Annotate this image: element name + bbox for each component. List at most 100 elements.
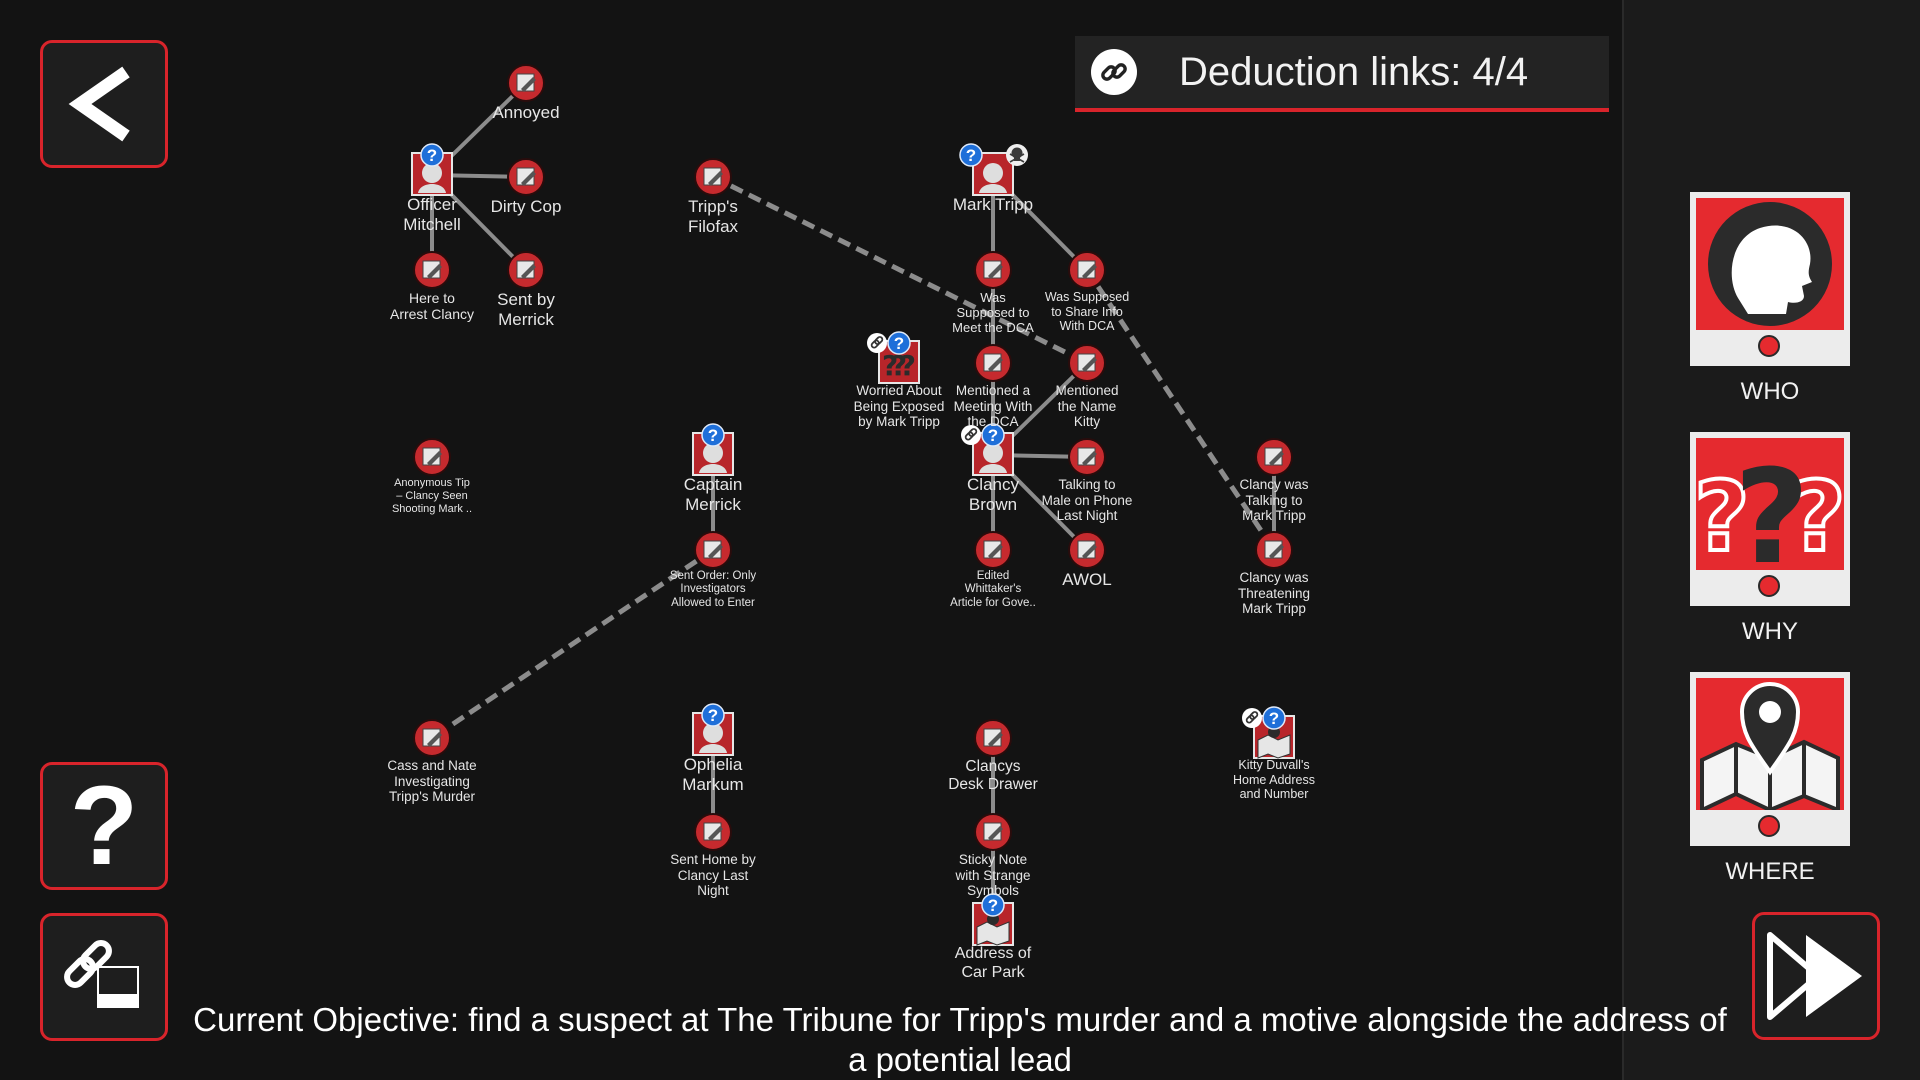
who-card (1690, 192, 1850, 366)
person-portrait-icon (418, 163, 446, 193)
deduction-links-counter: Deduction links: 4/4 (1075, 36, 1609, 112)
svg-text:?: ? (708, 706, 718, 725)
node-label-dirty-cop: Dirty Cop (490, 197, 562, 216)
svg-text:?: ? (427, 146, 437, 165)
node-officer-mitchell[interactable]: ? (411, 143, 453, 196)
person-portrait-icon (979, 443, 1007, 473)
note-icon (1077, 540, 1097, 559)
note-icon (983, 822, 1003, 841)
note-icon (516, 73, 536, 92)
map-pin-icon (1700, 682, 1840, 810)
node-address-car-park[interactable]: ? (972, 893, 1014, 946)
svg-text:?: ? (988, 426, 998, 445)
category-who[interactable]: WHO (1690, 192, 1850, 406)
category-why[interactable]: ? ? ? WHY (1690, 432, 1850, 646)
back-button[interactable] (40, 40, 168, 168)
svg-text:?: ? (966, 146, 976, 165)
node-mark-tripp[interactable]: ? (959, 143, 1028, 196)
node-mentioned-kitty[interactable] (1068, 344, 1106, 382)
node-ophelia-markum[interactable]: ? (692, 703, 734, 756)
node-sticky-note[interactable] (974, 813, 1012, 851)
category-where-label: WHERE (1725, 858, 1815, 885)
note-icon (422, 728, 442, 747)
node-talking-phone[interactable] (1068, 438, 1106, 476)
category-where[interactable]: WHERE (1690, 672, 1850, 886)
deduction-link (1084, 268, 1277, 552)
note-icon (983, 540, 1003, 559)
node-edited-article[interactable] (974, 531, 1012, 569)
node-clancy-threatening[interactable] (1255, 531, 1293, 569)
question-mark-icon: ? (69, 763, 139, 888)
node-cass-nate[interactable] (413, 719, 451, 757)
node-anonymous-tip[interactable] (413, 438, 451, 476)
note-icon (983, 260, 1003, 279)
node-meet-dca[interactable] (974, 251, 1012, 289)
fast-forward-button[interactable] (1752, 912, 1880, 1040)
person-portrait-icon (979, 163, 1007, 193)
node-label-mark-tripp: Mark Tripp (952, 195, 1034, 214)
deduction-link (711, 174, 1089, 366)
fast-forward-icon (1767, 932, 1862, 1020)
node-dirty-cop[interactable] (507, 158, 545, 196)
person-portrait-icon (699, 443, 727, 473)
link-badge-icon (1242, 708, 1262, 728)
note-icon (703, 822, 723, 841)
node-kitty-address[interactable]: ? (1242, 706, 1295, 759)
node-sent-home[interactable] (694, 813, 732, 851)
note-icon (1077, 260, 1097, 279)
node-worried-exposed[interactable]: ???? (867, 331, 920, 384)
note-icon (516, 167, 536, 186)
node-clancy-brown[interactable]: ? (961, 423, 1014, 476)
note-icon (703, 167, 723, 186)
note-icon (983, 728, 1003, 747)
note-icon (983, 353, 1003, 372)
note-icon (1264, 447, 1284, 466)
question-badge-icon: ? (1262, 706, 1286, 730)
node-sent-order[interactable] (694, 531, 732, 569)
svg-text:?: ? (1790, 461, 1844, 570)
note-icon (516, 260, 536, 279)
node-mentioned-meeting[interactable] (974, 344, 1012, 382)
help-button[interactable]: ? (40, 762, 168, 890)
svg-text:?: ? (708, 426, 718, 445)
node-awol[interactable] (1068, 531, 1106, 569)
node-tripps-filofax[interactable] (694, 158, 732, 196)
note-icon (422, 447, 442, 466)
deduction-links-text: Deduction links: 4/4 (1179, 49, 1529, 94)
node-share-info-dca[interactable] (1068, 251, 1106, 289)
question-badge-icon: ? (887, 331, 911, 355)
why-card: ? ? ? (1690, 432, 1850, 606)
skull-badge-icon (1006, 144, 1028, 166)
deduction-link (430, 547, 715, 741)
node-clancys-drawer[interactable] (974, 719, 1012, 757)
node-sent-by-merrick[interactable] (507, 251, 545, 289)
node-captain-merrick[interactable]: ? (692, 423, 734, 476)
node-clancy-talking-tripp[interactable] (1255, 438, 1293, 476)
node-label-awol: AWOL (1062, 570, 1112, 589)
question-badge-icon: ? (701, 703, 725, 727)
svg-text:?: ? (1269, 709, 1279, 728)
node-label-annoyed: Annoyed (492, 103, 560, 122)
link-tool-button[interactable] (40, 913, 168, 1041)
node-annoyed[interactable] (507, 64, 545, 102)
node-here-to-arrest[interactable] (413, 251, 451, 289)
question-badge-icon: ? (981, 423, 1005, 447)
